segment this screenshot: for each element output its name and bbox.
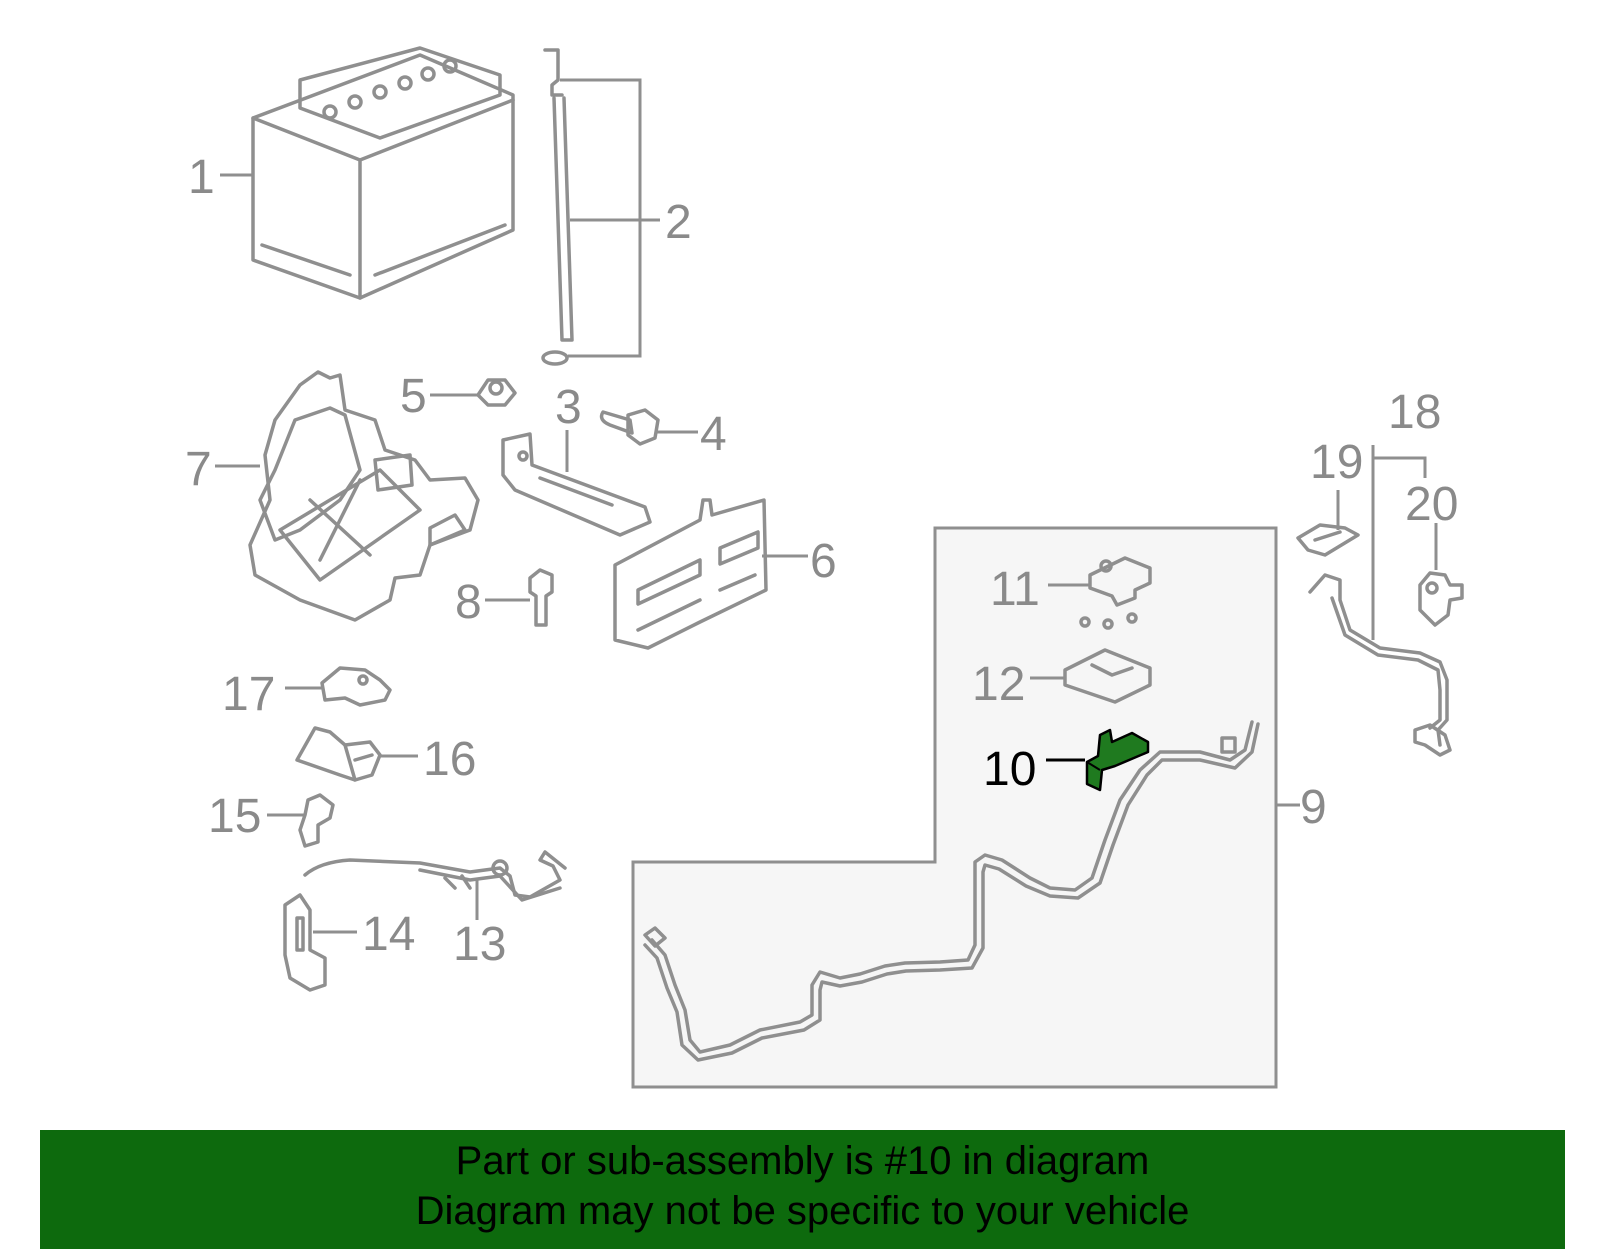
callout-20: 20 bbox=[1405, 478, 1458, 531]
part-20-terminal bbox=[1418, 571, 1464, 627]
info-banner: Part or sub-assembly is #10 in diagram D… bbox=[40, 1130, 1565, 1249]
callout-7: 7 bbox=[185, 443, 212, 496]
callout-15: 15 bbox=[208, 790, 261, 843]
callout-19: 19 bbox=[1310, 436, 1363, 489]
part-8-bolt bbox=[528, 568, 554, 627]
callout-12: 12 bbox=[972, 658, 1025, 711]
part-18-cable bbox=[1308, 573, 1452, 757]
callout-1: 1 bbox=[188, 151, 215, 204]
part-15-clip bbox=[298, 793, 335, 848]
part-11-terminal-clamp bbox=[1079, 556, 1152, 630]
part-1-battery bbox=[251, 46, 515, 300]
part-4-bolt bbox=[599, 408, 660, 446]
part-3-bracket bbox=[501, 432, 652, 537]
banner-line-1: Part or sub-assembly is #10 in diagram bbox=[455, 1139, 1150, 1183]
callout-5: 5 bbox=[400, 370, 427, 423]
callout-2: 2 bbox=[665, 196, 692, 249]
part-14-bracket bbox=[283, 893, 327, 992]
part-9-inset-panel bbox=[631, 526, 1278, 1089]
part-19-terminal bbox=[1296, 523, 1360, 557]
banner-line-2: Diagram may not be specific to your vehi… bbox=[415, 1189, 1190, 1233]
callout-6: 6 bbox=[810, 535, 837, 588]
callout-16: 16 bbox=[423, 733, 476, 786]
part-2-hold-down-rod bbox=[541, 48, 574, 366]
part-13-wire-harness bbox=[303, 850, 567, 902]
callout-3: 3 bbox=[555, 381, 582, 434]
part-12-cover bbox=[1063, 648, 1152, 704]
callout-11: 11 bbox=[990, 563, 1040, 616]
part-7-battery-tray bbox=[248, 370, 480, 622]
callout-9: 9 bbox=[1300, 781, 1327, 834]
part-10-terminal-cover bbox=[1085, 728, 1150, 792]
part-6-tray-plate bbox=[613, 498, 768, 650]
callout-8: 8 bbox=[455, 576, 482, 629]
part-5-nut bbox=[476, 378, 517, 407]
parts-diagram: 1 2 3 4 5 6 7 8 9 10 11 12 13 14 15 16 1… bbox=[185, 46, 1464, 1089]
part-9-cable bbox=[643, 720, 1260, 1062]
leader-lines bbox=[215, 78, 1438, 934]
callout-13: 13 bbox=[453, 918, 506, 971]
callout-17: 17 bbox=[222, 668, 275, 721]
callout-18: 18 bbox=[1388, 386, 1441, 439]
part-17-clip bbox=[320, 666, 392, 707]
part-16-bracket bbox=[295, 726, 382, 782]
callout-14: 14 bbox=[362, 908, 415, 961]
callout-4: 4 bbox=[700, 408, 727, 461]
callout-10: 10 bbox=[983, 743, 1036, 796]
